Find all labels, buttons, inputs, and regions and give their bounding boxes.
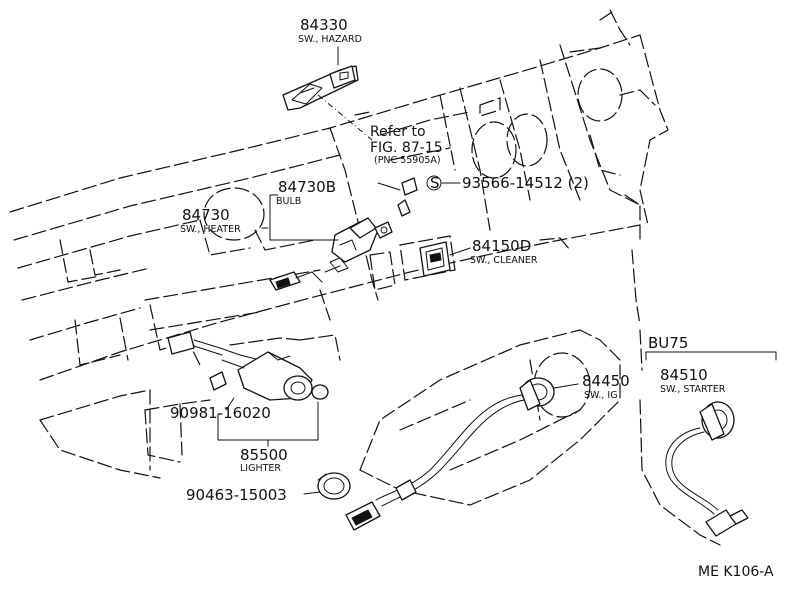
part-name-heater: SW., HEATER	[180, 224, 241, 235]
screw-symbol-circle	[426, 175, 442, 191]
part-name-bulb: BULB	[276, 196, 301, 207]
part-number-84730: 84730	[182, 206, 230, 224]
clamp-drawing	[317, 472, 351, 500]
instrument-gauges	[203, 68, 623, 418]
heater-switch-drawing	[324, 199, 411, 273]
leader-lines	[217, 46, 579, 495]
part-name-lighter: LIGHTER	[240, 463, 281, 474]
part-number-85500: 85500	[240, 446, 288, 464]
part-name-hazard: SW., HAZARD	[298, 34, 362, 45]
screw-symbol: S	[430, 174, 440, 192]
ignition-switch-drawing	[345, 377, 555, 531]
hazard-switch-drawing	[282, 65, 373, 141]
variant-label-bu75: BU75	[648, 334, 688, 352]
reference-line-3: (PNC 55905A)	[374, 155, 441, 166]
part-number-90981: 90981-16020	[170, 404, 271, 422]
reference-line-2: FIG. 87-15	[370, 140, 443, 156]
part-number-93566: 93566-14512 (2)	[462, 174, 589, 192]
screw-drawing: S	[401, 174, 442, 196]
starter-switch-drawing	[665, 401, 749, 537]
part-number-90463: 90463-15003	[186, 486, 287, 504]
part-number-84510: 84510	[660, 366, 708, 384]
harness-connector-drawing	[167, 331, 261, 361]
figure-code: ME K106-A	[698, 564, 774, 580]
part-number-84150d: 84150D	[472, 237, 531, 255]
lighter-drawing	[209, 351, 329, 401]
reference-line-1: Refer to	[370, 124, 426, 140]
part-number-84330: 84330	[300, 16, 348, 34]
heater-connector-drawing	[269, 271, 323, 291]
bu75-bracket	[645, 351, 777, 361]
labels: 84330 SW., HAZARD Refer to FIG. 87-15 (P…	[170, 16, 774, 580]
dashboard-outline	[9, 9, 721, 546]
part-name-cleaner: SW., CLEANER	[470, 255, 538, 266]
cleaner-switch-drawing	[419, 241, 451, 277]
part-name-ig: SW., IG	[584, 390, 618, 401]
part-number-84730b: 84730B	[278, 178, 336, 196]
part-number-84450: 84450	[582, 372, 630, 390]
part-name-starter: SW., STARTER	[660, 384, 726, 395]
